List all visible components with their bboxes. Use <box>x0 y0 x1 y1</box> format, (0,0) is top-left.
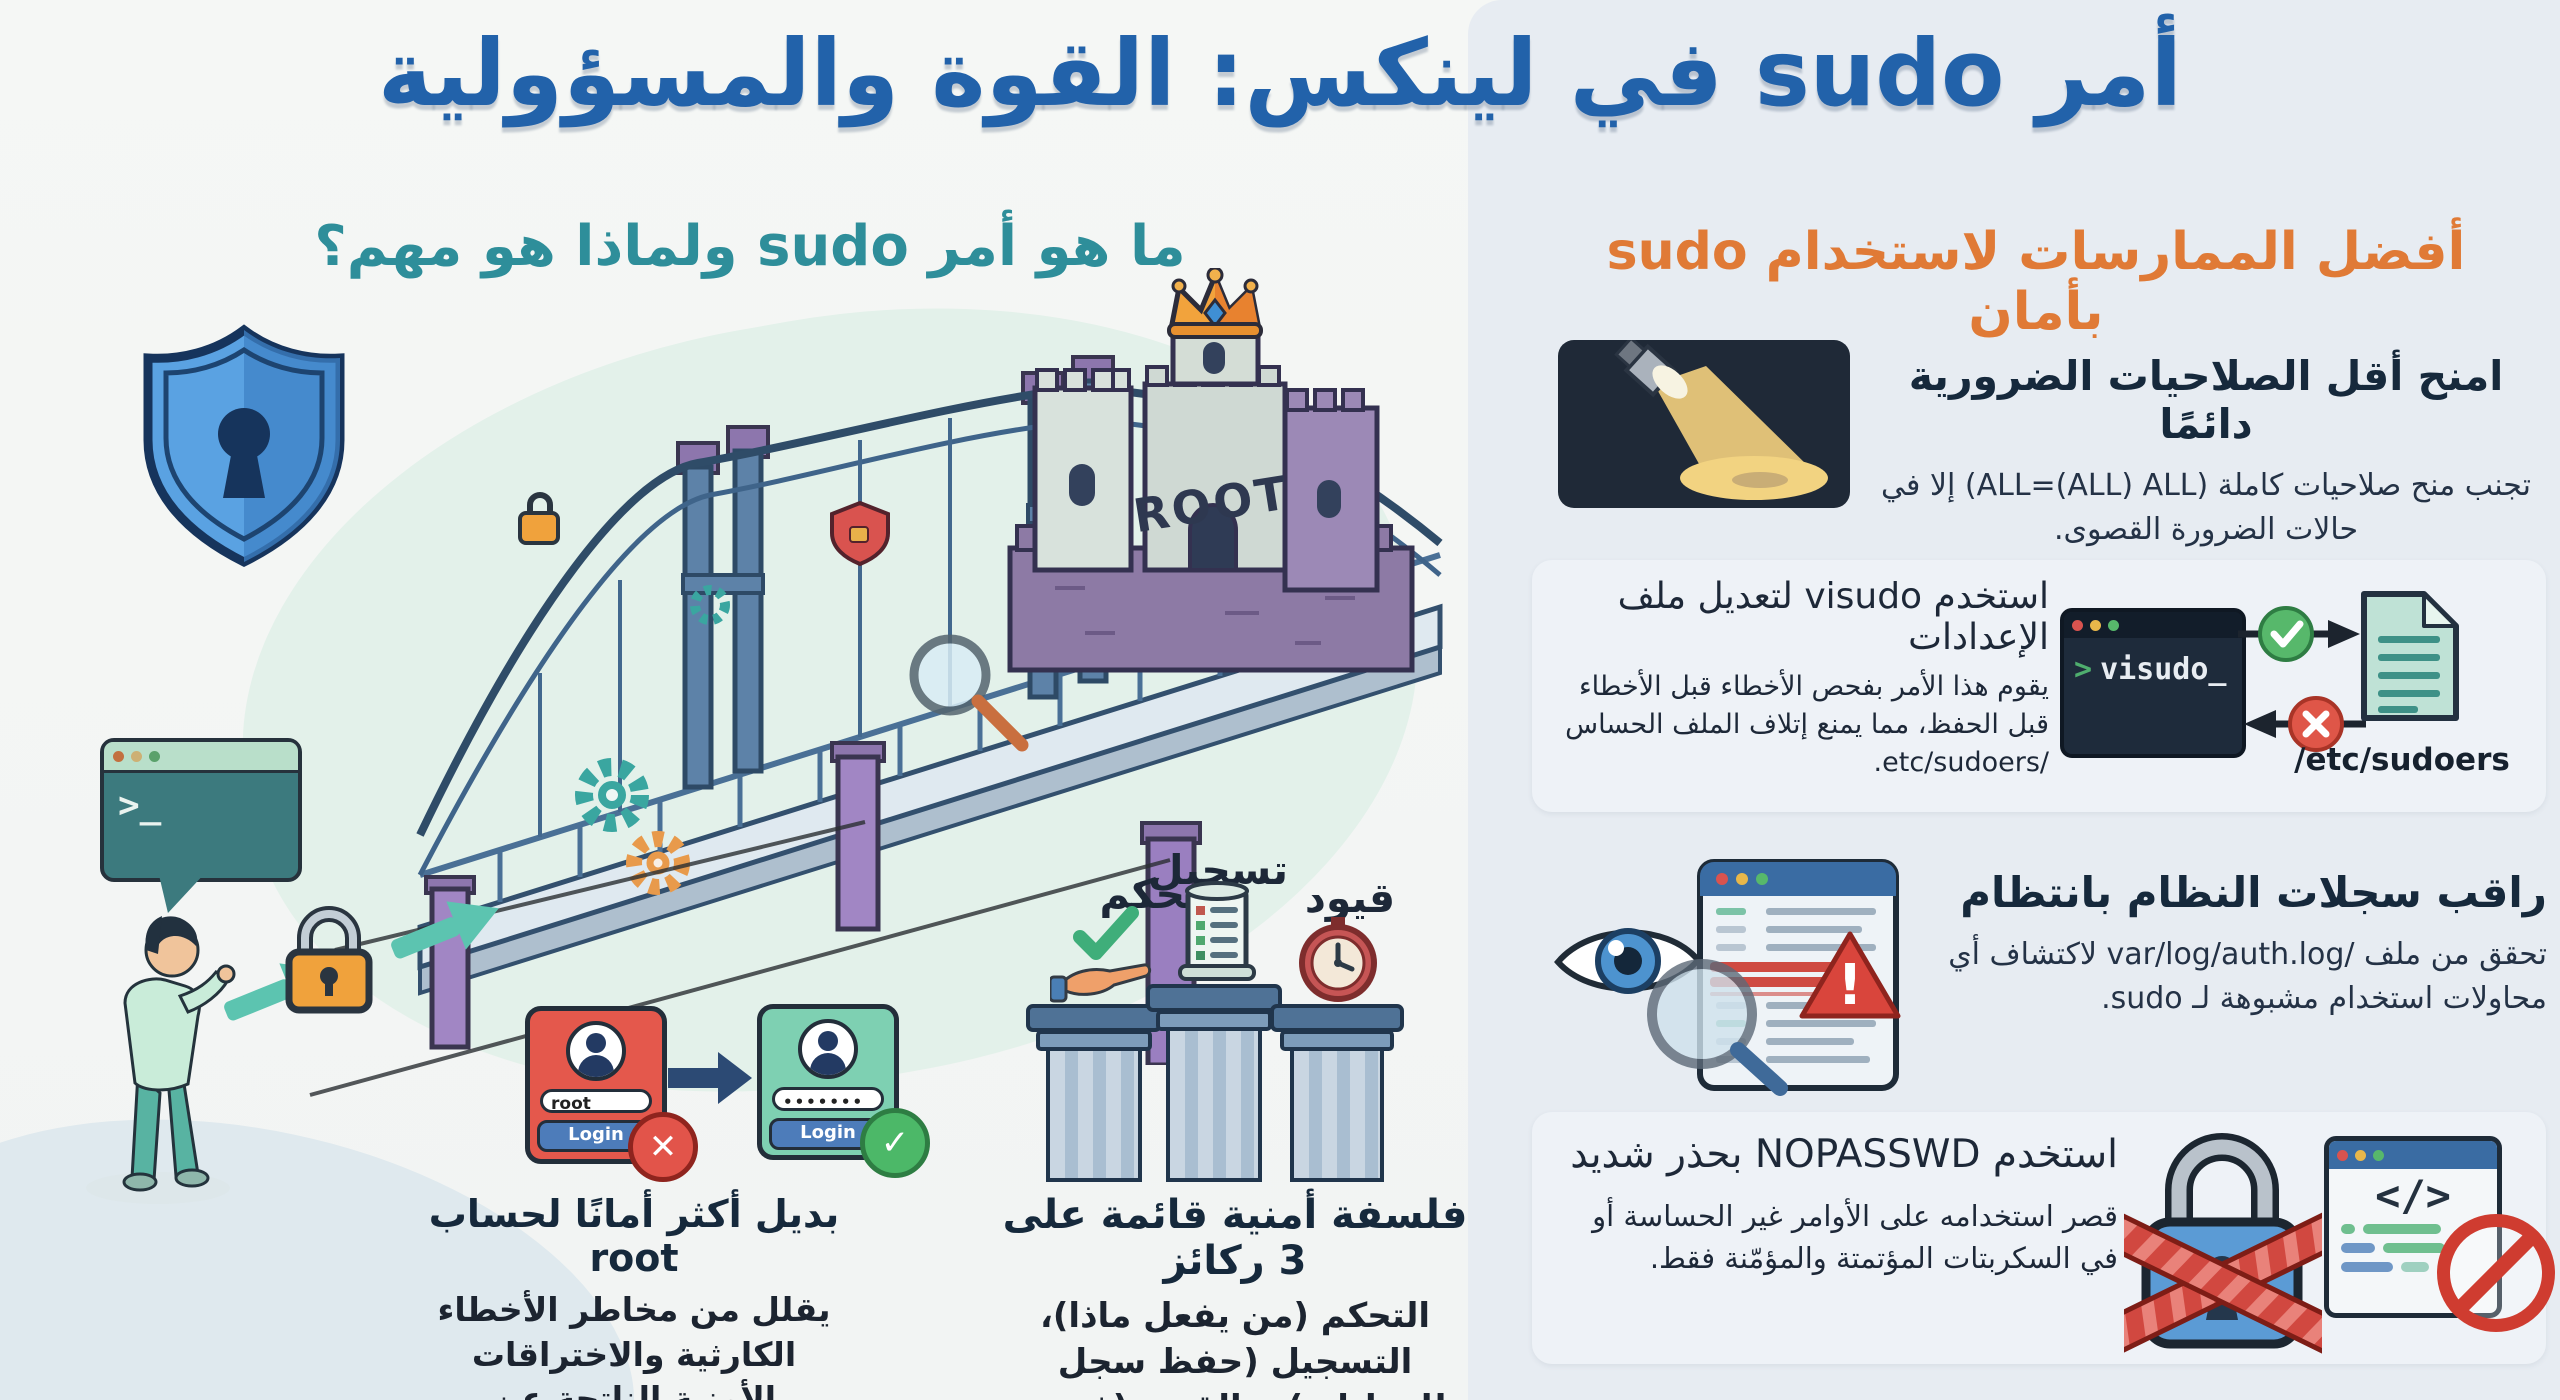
log-monitor-graphic: ! <box>1554 859 1901 1096</box>
pillar-label-control: تحكم <box>1099 870 1201 918</box>
pillar-cap <box>1270 1004 1404 1032</box>
pillar-logging <box>1146 984 1282 1182</box>
eye-icon <box>1554 928 1702 994</box>
terminal-speech-bubble: >_ <box>100 738 302 917</box>
window-dot-icon <box>2108 619 2119 631</box>
person-figure <box>86 916 236 1204</box>
root-castle: ROOT <box>1007 268 1415 673</box>
arrow-up-right-icon <box>391 901 499 959</box>
warning-triangle-icon: ! <box>1799 931 1901 1019</box>
cable-padlock-icon <box>518 492 560 545</box>
error-cross-icon: ✕ <box>628 1112 698 1182</box>
block-title: فلسفة أمنية قائمة على 3 ركائز <box>1002 1192 1468 1284</box>
prohibition-icon <box>2437 1214 2555 1332</box>
root-login-card: root Login <box>525 1006 667 1164</box>
pillar-label-restrictions: قيود <box>1304 874 1396 922</box>
code-lines <box>2329 1220 2497 1276</box>
success-check-icon: ✓ <box>860 1108 930 1178</box>
bp-body: قصر استخدامه على الأوامر غير الحساسة أو … <box>1592 1199 2118 1276</box>
pillar-shaft <box>1046 1051 1142 1182</box>
arrow-right-icon <box>668 1052 752 1104</box>
prompt-char: > <box>2074 652 2093 687</box>
bp-monitor-logs: راقب سجلات النظام بانتظام تحقق من ملف /v… <box>1915 868 2547 1020</box>
window-dot-icon <box>2337 1149 2348 1161</box>
terminal-command: visudo_ <box>2100 652 2227 687</box>
pillar-cap <box>1146 984 1282 1012</box>
pillar-shaft <box>1166 1031 1262 1182</box>
sudoers-file-icon <box>2361 591 2459 721</box>
three-pillars-block: فلسفة أمنية قائمة على 3 ركائز التحكم (من… <box>992 1192 1478 1400</box>
check-cross-arrows <box>2238 606 2366 752</box>
bp-body: تحقق من ملف /var/log/auth.log لاكتشاف أي… <box>1948 937 2547 1016</box>
page-title: أمر sudo في لينكس: القوة والمسؤولية <box>377 20 2183 127</box>
security-shield-icon <box>143 324 345 568</box>
code-glyph: </> <box>2375 1171 2451 1220</box>
bp-visudo-card: استخدم visudo لتعديل ملف الإعدادات يقوم … <box>1532 560 2546 812</box>
terminal-prompt: >_ <box>118 785 162 826</box>
pillar-restrictions <box>1270 1004 1404 1182</box>
pillar-cap <box>1156 1010 1272 1031</box>
block-title: بديل أكثر أمانًا لحساب root <box>428 1192 840 1280</box>
terminal-titlebar <box>2064 612 2242 638</box>
bp-title: استخدم NOPASSWD بحذر شديد <box>1570 1132 2118 1177</box>
crown-icon <box>1167 268 1263 339</box>
flashlight-icon <box>1614 336 1828 500</box>
bp-nopasswd-card: استخدم NOPASSWD بحذر شديد قصر استخدامه ع… <box>1532 1112 2555 1364</box>
clock-icon <box>1299 917 1377 1002</box>
pillar-cap <box>1036 1030 1152 1051</box>
avatar <box>566 1021 626 1081</box>
window-dot-icon <box>113 750 124 762</box>
bp-title: راقب سجلات النظام بانتظام <box>1960 868 2547 917</box>
bp-body: يقوم هذا الأمر بفحص الأخطاء قبل الأخطاء … <box>1565 671 2049 778</box>
hand-check-icon <box>1050 906 1152 1003</box>
left-section-heading: ما هو أمر sudo ولماذا هو مهم؟ <box>314 214 1186 279</box>
gate-padlock-icon <box>285 906 373 1014</box>
visudo-terminal: >visudo_ <box>2060 608 2246 758</box>
sudoers-path-label: /etc/sudoers <box>2294 742 2510 778</box>
pillar-cap <box>1026 1004 1162 1032</box>
bp-title: امنح أقل الصلاحيات الضرورية دائمًا <box>1908 352 2504 448</box>
window-dot-icon <box>131 750 142 762</box>
right-section-heading: أفضل الممارسات لاستخدام sudo بأمان <box>1606 222 2466 342</box>
pillar-control <box>1026 1004 1162 1182</box>
root-alternative-block: بديل أكثر أمانًا لحساب root يقلل من مخاط… <box>424 1192 844 1400</box>
least-privilege-graphic <box>1558 336 1850 508</box>
bp-least-privilege: امنح أقل الصلاحيات الضرورية دائمًا تجنب … <box>1862 352 2550 551</box>
block-body: يقلل من مخاطر الأخطاء الكارثية والاختراق… <box>437 1290 831 1400</box>
svg-text:!: ! <box>1837 953 1863 1018</box>
pillar-cap <box>1280 1030 1394 1051</box>
bp-visudo: استخدم visudo لتعديل ملف الإعدادات يقوم … <box>1544 576 2049 781</box>
window-dot-icon <box>2373 1149 2384 1161</box>
bp-title: استخدم visudo لتعديل ملف الإعدادات <box>1617 576 2049 658</box>
window-titlebar <box>2329 1141 2497 1169</box>
gear-icon <box>575 585 730 895</box>
username-field[interactable]: root <box>540 1089 652 1114</box>
scroll-log-icon <box>1178 881 1256 981</box>
avatar <box>798 1019 858 1079</box>
sudo-login-card: ••••••• Login <box>757 1004 899 1160</box>
password-field[interactable]: ••••••• <box>772 1087 884 1111</box>
window-dot-icon <box>2072 619 2083 631</box>
window-dot-icon <box>149 750 160 762</box>
magnifier-icon <box>1647 959 1788 1096</box>
magnifier-icon <box>909 634 1029 752</box>
terminal-titlebar <box>104 742 298 773</box>
pillar-shaft <box>1290 1051 1384 1182</box>
taped-lock-icon <box>2124 1133 2322 1358</box>
bp-body: تجنب منح صلاحيات كاملة (ALL=(ALL) ALL) إ… <box>1881 468 2531 547</box>
window-dot-icon <box>2355 1149 2366 1161</box>
check-circle-icon <box>2258 606 2314 662</box>
bp-nopasswd: استخدم NOPASSWD بحذر شديد قصر استخدامه ع… <box>1546 1132 2118 1279</box>
block-body: التحكم (من يفعل ماذا)، التسجيل (حفظ سجل … <box>1024 1296 1447 1400</box>
bridge-shield-icon <box>830 500 890 567</box>
window-dot-icon <box>2090 619 2101 631</box>
